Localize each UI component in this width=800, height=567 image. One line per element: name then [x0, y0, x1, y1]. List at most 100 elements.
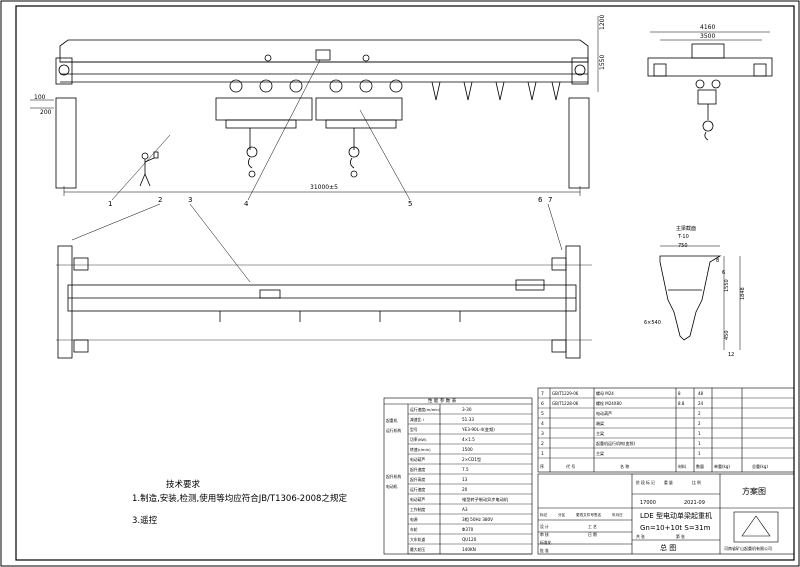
approval-label: 审 核: [540, 532, 549, 537]
parts-row-qty: 1: [698, 451, 701, 456]
sheet-label: 第 张: [676, 534, 685, 539]
tech-note-1: 1.制造,安装,检测,使用等均应符合JB/T1306-2008之规定: [132, 494, 347, 504]
parts-row-code: GB/T1228-06: [552, 401, 579, 406]
product-spec: Gn=10+10t S=31m: [640, 524, 711, 532]
main-girder: [59, 39, 589, 63]
parts-row-qty: 2: [698, 421, 701, 426]
parts-row-name: 螺母 M24: [596, 390, 614, 396]
spec-row-label: 起升高度: [410, 477, 425, 482]
parts-header-cell: 材料: [678, 463, 686, 469]
spec-row-label: 起升速度: [410, 467, 425, 472]
approval-label: 标准化: [540, 540, 552, 545]
spec-group-crane: 起重机: [386, 418, 398, 423]
spec-table: [383, 397, 533, 555]
parts-header-cell: 单重(kg): [714, 463, 730, 469]
spec-row-label: 转速(r/min): [410, 447, 431, 452]
spec-row-label: 运行速度(m/min): [410, 407, 441, 412]
parts-row-material: 8: [678, 391, 681, 396]
designer-label: 年月日: [612, 512, 623, 517]
callout-7: 7: [548, 196, 552, 204]
girder-T10: T-10: [677, 234, 689, 240]
callout-2: 2: [158, 196, 162, 204]
parts-header-cell: 名 称: [620, 463, 629, 469]
parts-header-cell: 总重(kg): [752, 463, 768, 469]
scale-label: 重 量: [664, 480, 673, 485]
parts-row-name: 端梁: [596, 420, 604, 426]
parts-row-name: 电动葫芦: [596, 410, 612, 416]
weight-value: 17000: [640, 500, 656, 506]
spec-row-label: 型号: [410, 427, 418, 432]
sheet-labels: 共 张第 张: [636, 534, 685, 539]
parts-row-qty: 48: [698, 391, 704, 396]
front-elevation: [30, 16, 599, 201]
tech-notes-title: 技术要求: [166, 480, 201, 490]
company-seal: [733, 511, 779, 543]
callout-5: 5: [408, 200, 412, 208]
right-column: [568, 97, 590, 189]
designer-label: 更改文件号: [576, 512, 594, 517]
center-panel: [315, 49, 331, 61]
drawing-name: 总 图: [660, 543, 676, 552]
dim-4160: 4160: [700, 24, 715, 31]
parts-row-qty: 1: [698, 441, 701, 446]
girder-12: 12: [728, 352, 734, 358]
designer-labels: 标记分区更改文件号签名年月日: [540, 512, 623, 517]
parts-row-code: GB/T1229-06: [552, 391, 579, 396]
callout-1: 1: [108, 200, 112, 208]
dim-200: 200: [40, 109, 52, 116]
approval-label: 设 计: [540, 524, 549, 529]
spec-group-hoist: 起升机构: [386, 474, 401, 479]
operator-figure: [139, 151, 159, 187]
approval-label: 批 准: [540, 548, 549, 553]
spec-row-label: 电源: [410, 517, 418, 522]
scale-labels: 阶 段 标 记重 量比 例: [636, 480, 701, 485]
dim-1550: 1550: [599, 55, 606, 70]
left-column: [55, 97, 77, 189]
end-carriage-left: [55, 57, 73, 85]
spec-row-value: 13: [462, 477, 468, 482]
spec-row-label: 运行速度: [410, 487, 425, 492]
callout-6: 6: [538, 196, 543, 204]
girder-450: 450: [724, 330, 730, 340]
scheme-label: 方案图: [742, 486, 766, 496]
parts-header-cell: 代 号: [566, 463, 575, 469]
parts-row-name: 主梁: [596, 430, 604, 436]
parts-row-name: 螺栓 M24X80: [596, 400, 622, 406]
dim-span: 31000±5: [310, 184, 338, 191]
spec-row-label: 最大轮压: [410, 547, 425, 552]
spec-row-value: 2×CD1型: [462, 456, 481, 462]
spec-row-value: QU120: [462, 537, 477, 542]
parts-row-name: 主梁: [596, 450, 604, 456]
parts-row-qty: 24: [698, 401, 704, 406]
product-name: LDE 型电动单梁起重机: [640, 511, 712, 520]
spec-row-value: YE3-90L-4(变频): [461, 426, 495, 433]
tech-notes: 技术要求 1.制造,安装,检测,使用等均应符合JB/T1306-2008之规定 …: [132, 478, 347, 528]
spec-row-value: 4×1.5: [462, 437, 475, 442]
spec-row-label: 功率(KW): [410, 437, 427, 442]
spec-row-label: 电动葫芦: [410, 457, 425, 462]
spec-row-value: 140KN: [462, 547, 476, 552]
spec-row-value: 3-30: [462, 407, 472, 412]
spec-row-value: Φ370: [462, 527, 474, 532]
parts-row-qty: 2: [698, 411, 701, 416]
girder-6x540: 6×540: [644, 320, 661, 326]
sheet-label: 共 张: [636, 534, 645, 539]
designer-label: 分区: [558, 512, 566, 517]
plan-end-right: [565, 245, 581, 359]
hoist-right: [315, 79, 403, 178]
parts-row-index: 5: [541, 411, 544, 417]
title-block: [537, 473, 795, 555]
parts-row-index: 7: [541, 391, 544, 397]
parts-row-name: 起重机运行机构(变频): [596, 440, 636, 446]
spec-group-travel: 运行机构: [386, 428, 401, 433]
scale-label: 阶 段 标 记: [636, 480, 655, 485]
spec-header: 性 能 参 数 表: [428, 397, 457, 404]
girder-6: 6: [722, 270, 725, 276]
girder-section: [659, 245, 741, 350]
spec-row-value: 1500: [462, 447, 473, 452]
approval-label: 工 艺: [588, 524, 597, 529]
